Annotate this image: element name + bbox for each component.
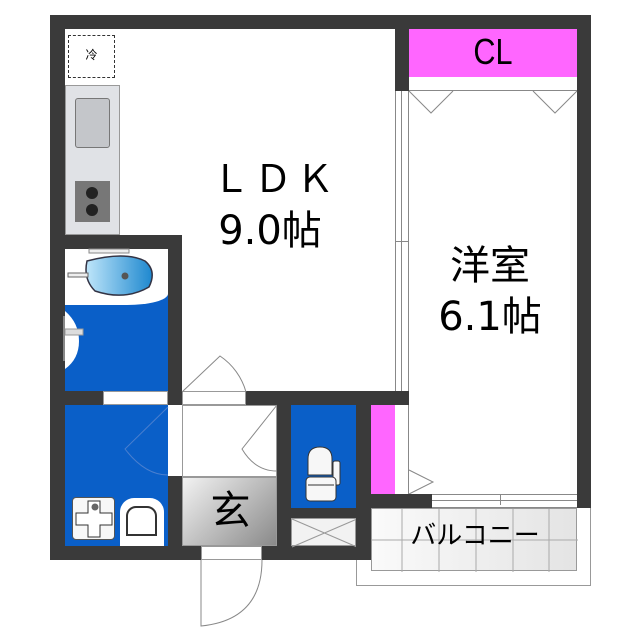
balcony: バルコニー [371, 508, 578, 572]
closet-label: CL [473, 31, 513, 72]
wall-left [50, 15, 65, 560]
western-room-name: 洋室 [450, 243, 530, 289]
washroom [65, 405, 169, 546]
wall-top [50, 15, 591, 29]
closet-door-swing [408, 90, 578, 114]
storage-box [291, 518, 358, 548]
western-closet-door-swing [408, 469, 435, 495]
western-closet [371, 405, 395, 494]
wall-ldk-bottom [246, 391, 409, 405]
wall-ldk-closet [395, 29, 409, 91]
bathroom [63, 248, 168, 391]
entrance: 玄 [182, 477, 277, 546]
bath-window-gap [65, 391, 168, 405]
stove-icon [75, 181, 110, 222]
fridge-space: 冷 [68, 35, 115, 78]
ldk-door-swing [181, 355, 247, 393]
ldk-room-name: ＬＤＫ [211, 157, 338, 201]
wall-western-bottom [371, 494, 432, 508]
wall-right [577, 15, 591, 508]
ldk-door[interactable] [182, 391, 246, 405]
closet-folding-doors[interactable] [409, 77, 577, 91]
western-room [409, 91, 577, 495]
wall-toilet-bottom [291, 508, 356, 518]
ldk-room-size: 9.0帖 [218, 208, 322, 254]
washbasin-icon [63, 311, 84, 369]
western-room-size: 6.1帖 [438, 294, 542, 340]
toilet-room [291, 405, 356, 508]
hallway [182, 405, 277, 477]
western-closet-door[interactable] [395, 405, 409, 494]
wall-washroom-entrance [168, 476, 182, 546]
fridge-label: 冷 [85, 48, 98, 62]
kitchen-counter [65, 85, 120, 235]
balcony-label: バルコニー [410, 521, 540, 551]
bathtub-icon [67, 248, 153, 296]
wall-kitchen-bath [65, 235, 182, 249]
wall-toilet-right [356, 405, 371, 560]
wall-hall-toilet [277, 405, 291, 546]
sliding-door-ldk-western[interactable] [395, 91, 409, 391]
toilet-icon [305, 446, 341, 502]
front-door[interactable] [201, 546, 262, 560]
balcony-sliding-window[interactable] [432, 494, 577, 508]
wall-bottom-left [50, 546, 201, 560]
entrance-label: 玄 [210, 488, 251, 534]
washing-machine-icon [72, 497, 115, 540]
vanity-icon [120, 498, 164, 546]
toilet-door-swing [241, 404, 278, 472]
balcony-tile-grid [372, 509, 578, 572]
wall-bath-ldk [168, 235, 182, 405]
front-door-swing [200, 559, 263, 627]
sink-icon [75, 98, 110, 148]
closet: CL [409, 29, 577, 77]
wall-bottom-mid [262, 546, 371, 560]
washroom-door-swing [124, 406, 169, 476]
